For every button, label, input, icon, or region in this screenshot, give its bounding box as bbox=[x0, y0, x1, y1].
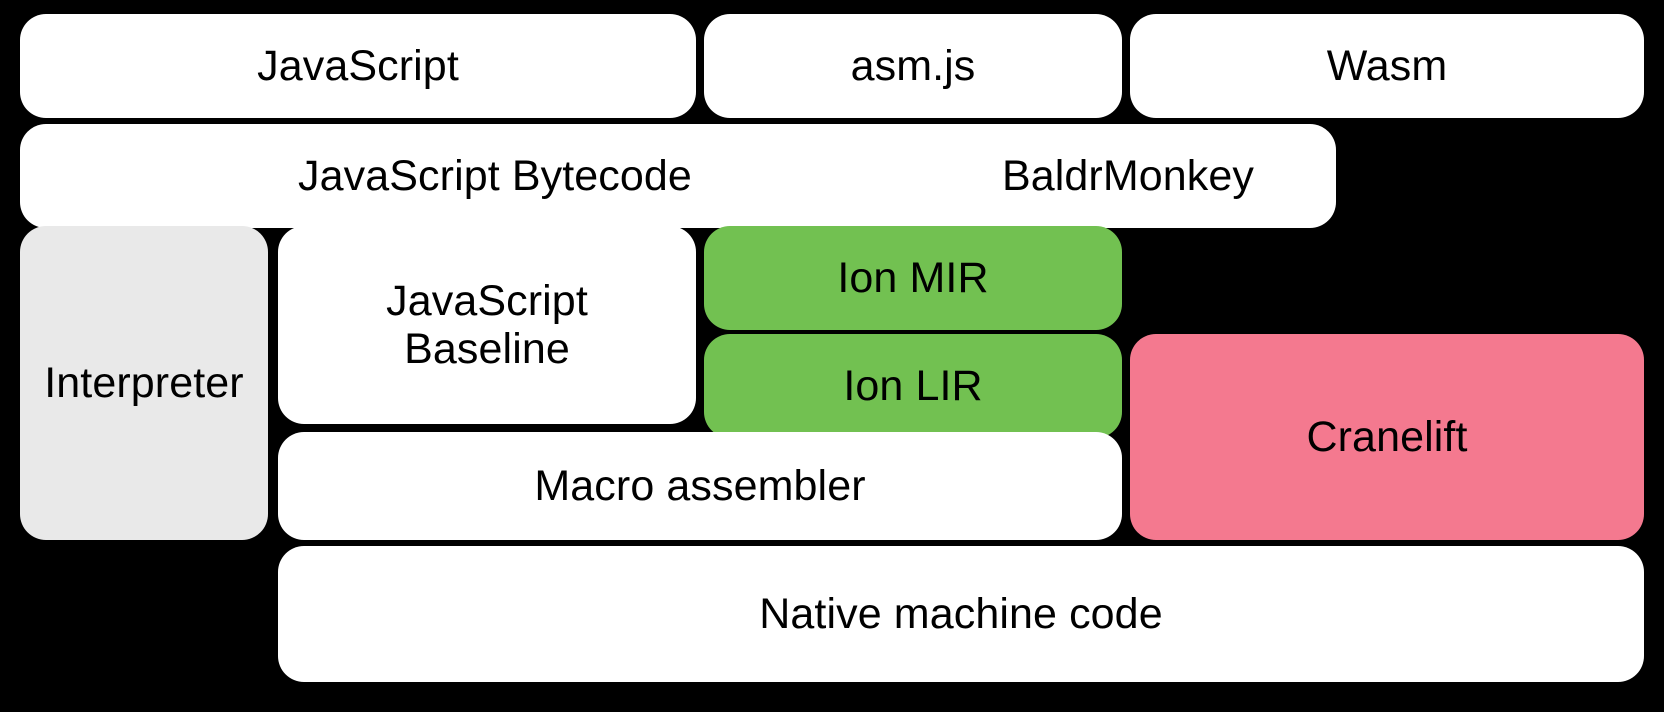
node-macro-assembler: Macro assembler bbox=[278, 432, 1122, 540]
node-ion-mir: Ion MIR bbox=[704, 226, 1122, 330]
node-javascript-baseline: JavaScript Baseline bbox=[278, 226, 696, 424]
node-javascript: JavaScript bbox=[20, 14, 696, 118]
node-baldrmonkey: BaldrMonkey bbox=[920, 124, 1336, 228]
node-ion-lir: Ion LIR bbox=[704, 334, 1122, 438]
node-wasm: Wasm bbox=[1130, 14, 1644, 118]
node-interpreter: Interpreter bbox=[20, 226, 268, 540]
node-native-machine-code: Native machine code bbox=[278, 546, 1644, 682]
node-javascript-bytecode: JavaScript Bytecode bbox=[20, 124, 970, 228]
node-cranelift: Cranelift bbox=[1130, 334, 1644, 540]
node-asm-js: asm.js bbox=[704, 14, 1122, 118]
